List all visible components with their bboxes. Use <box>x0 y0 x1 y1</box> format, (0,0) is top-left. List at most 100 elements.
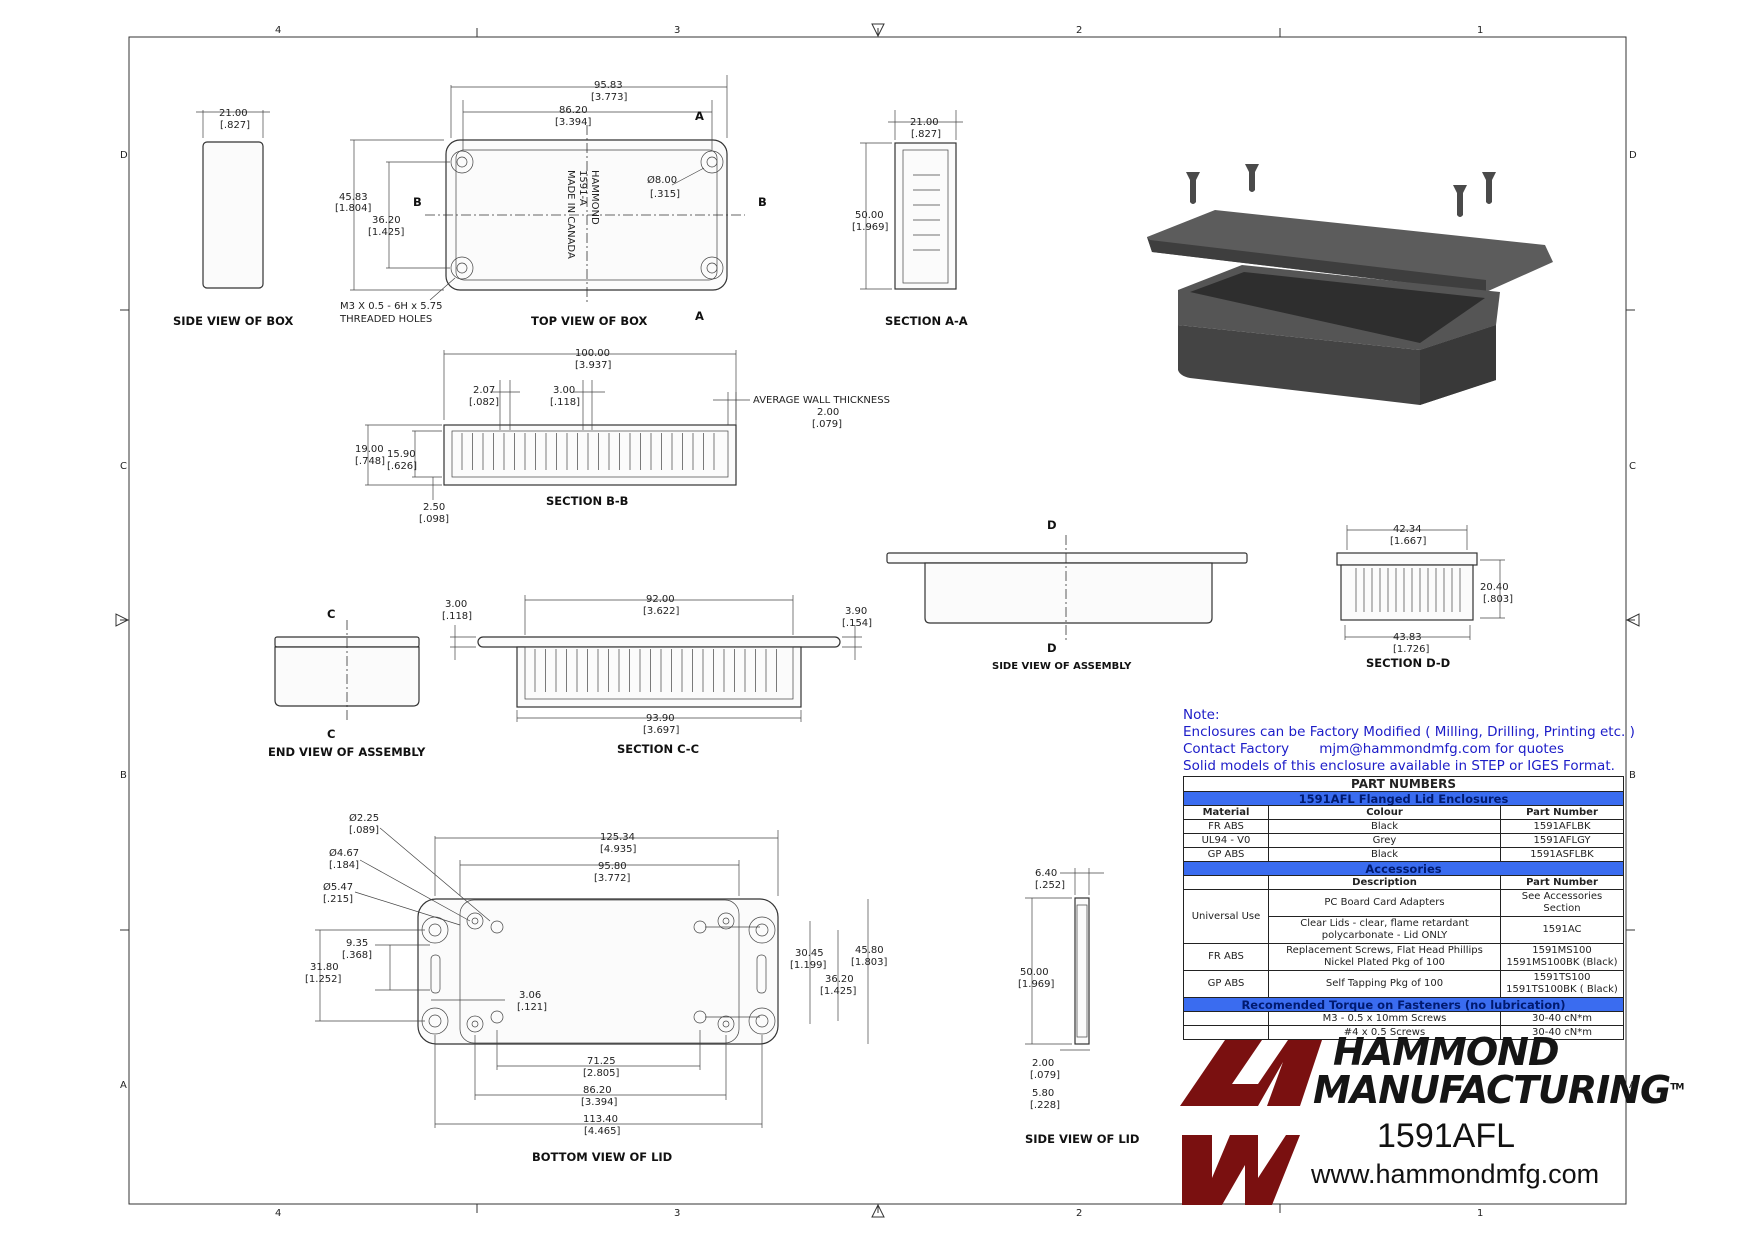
table-cell: FR ABS <box>1183 943 1269 971</box>
row-label: A <box>1629 1080 1636 1091</box>
table-cell-line: Replacement Screws, Flat Head Phillips <box>1286 945 1483 956</box>
factory-note: Note: Enclosures can be Factory Modified… <box>1183 707 1653 775</box>
section-label: D <box>1047 641 1057 655</box>
dim-value: 93.90 <box>646 713 675 724</box>
dim-inch: [3.697] <box>643 725 680 736</box>
website-link[interactable]: www.hammondmfg.com <box>1311 1159 1600 1189</box>
table-cell: 30-40 cN*m <box>1500 1011 1624 1026</box>
dim-value: 2.00 <box>1032 1058 1054 1069</box>
table-header: Description <box>1268 875 1501 890</box>
dim-value: 86.20 <box>583 1085 612 1096</box>
dim-value: 5.80 <box>1032 1088 1054 1099</box>
table-cell-line: 1591TS100 <box>1533 972 1591 983</box>
table-cell: 1591AFLGY <box>1500 833 1624 848</box>
dim-inch: [3.772] <box>594 873 631 884</box>
section-label: D <box>1047 518 1057 532</box>
dim-inch: [1.803] <box>851 957 888 968</box>
brand-name-line2: MANUFACTURINGTM <box>1313 1068 1684 1112</box>
section-label: A <box>695 109 704 123</box>
dim-inch: [3.394] <box>555 117 592 128</box>
dim-value: 3.06 <box>519 990 541 1001</box>
dim-value: 2.00 <box>817 407 839 418</box>
dim-inch: [3.937] <box>575 360 612 371</box>
dim-value: Ø8.00 <box>647 174 677 186</box>
dim-value: 95.80 <box>598 861 627 872</box>
note-email[interactable]: mjm@hammondmfg.com for quotes <box>1319 741 1565 757</box>
dim-value: 86.20 <box>559 105 588 116</box>
dim-inch: [.079] <box>1030 1070 1060 1081</box>
table-cell-line: polycarbonate - Lid ONLY <box>1321 930 1448 941</box>
table-band: Recomended Torque on Fasteners (no lubri… <box>1183 997 1624 1012</box>
dim-value: 6.40 <box>1035 868 1057 879</box>
dim-value: 95.83 <box>594 80 623 91</box>
section-a-a: 21.00 [.827] 50.00 [1.969] SECTION A-A <box>852 110 968 328</box>
row-label: C <box>120 461 127 472</box>
dim-inch: [.089] <box>349 825 379 836</box>
dim-inch: [1.804] <box>335 203 372 214</box>
dim-inch: [1.726] <box>1393 644 1430 655</box>
view-title: SIDE VIEW OF ASSEMBLY <box>992 661 1132 672</box>
section-label: B <box>413 195 422 209</box>
dim-inch: [.082] <box>469 397 499 408</box>
table-cell: GP ABS <box>1183 970 1269 998</box>
dim-value: 42.34 <box>1393 524 1422 535</box>
dim-value: 36.20 <box>825 974 854 985</box>
dim-inch: [.228] <box>1030 1100 1060 1111</box>
table-cell: M3 - 0.5 x 10mm Screws <box>1268 1011 1501 1026</box>
dim-value: 21.00 <box>219 108 248 119</box>
dim-value: 31.80 <box>310 962 339 973</box>
trademark: TM <box>1670 1082 1684 1093</box>
dim-inch: [.154] <box>842 618 872 629</box>
row-label: B <box>120 770 127 781</box>
table-cell: UL94 - V0 <box>1183 833 1269 848</box>
dim-inch: [1.425] <box>368 227 405 238</box>
dim-inch: [1.667] <box>1390 536 1427 547</box>
table-cell: PC Board Card Adapters <box>1268 889 1501 917</box>
table-band: Accessories <box>1183 861 1624 876</box>
model-number: 1591AFL <box>1377 1117 1515 1155</box>
dim-value: 71.25 <box>587 1056 616 1067</box>
dim-value: 3.00 <box>553 385 575 396</box>
note-line: Enclosures can be Factory Modified ( Mil… <box>1183 724 1635 740</box>
dim-value: Ø4.67 <box>329 847 359 859</box>
dim-value: 45.80 <box>855 945 884 956</box>
dim-value: 15.90 <box>387 449 416 460</box>
section-label: B <box>758 195 767 209</box>
table-cell: 30-40 cN*m <box>1500 1025 1624 1040</box>
section-label: C <box>327 607 335 621</box>
view-title: SECTION B-B <box>546 494 628 508</box>
end-view-of-assembly: C C END VIEW OF ASSEMBLY <box>268 607 426 759</box>
note-title: Note: <box>1183 707 1220 723</box>
table-title: PART NUMBERS <box>1183 776 1624 792</box>
table-cell-line: Nickel Plated Pkg of 100 <box>1323 957 1446 968</box>
table-cell-line: See Accessories <box>1521 891 1603 902</box>
dim-value: 19.00 <box>355 444 384 455</box>
exploded-assembly-render <box>1147 164 1553 405</box>
dim-value: 9.35 <box>346 938 368 949</box>
table-header: Colour <box>1268 805 1501 820</box>
row-label: A <box>120 1080 127 1091</box>
dim-inch: [.827] <box>911 129 941 140</box>
table-cell: Self Tapping Pkg of 100 <box>1268 970 1501 998</box>
view-title: SECTION C-C <box>617 742 699 756</box>
table-header: Part Number <box>1500 875 1624 890</box>
emboss-text: MADE IN CANADA <box>565 170 576 259</box>
dim-value: 113.40 <box>583 1114 618 1125</box>
dim-inch: [.215] <box>323 894 353 905</box>
dim-value: 36.20 <box>372 215 401 226</box>
dim-inch: [.748] <box>355 456 385 467</box>
dim-inch: [1.425] <box>820 986 857 997</box>
table-cell: Grey <box>1268 833 1501 848</box>
table-cell-line: 1591MS100 <box>1532 945 1592 956</box>
dim-inch: [.118] <box>442 611 472 622</box>
note-contact-label: Contact Factory <box>1183 741 1290 757</box>
side-view-of-box: 21.00 [.827] SIDE VIEW OF BOX <box>173 108 293 328</box>
top-view-of-box: 95.83 [3.773] 86.20 [3.394] 45.83 [1.804… <box>335 75 767 328</box>
dim-inch: [.368] <box>342 950 372 961</box>
note-line: Contact Factory mjm@hammondmfg.com for q… <box>1183 741 1653 758</box>
view-title: SIDE VIEW OF BOX <box>173 314 293 328</box>
dim-inch: [1.969] <box>1018 979 1055 990</box>
table-band: 1591AFL Flanged Lid Enclosures <box>1183 791 1624 806</box>
